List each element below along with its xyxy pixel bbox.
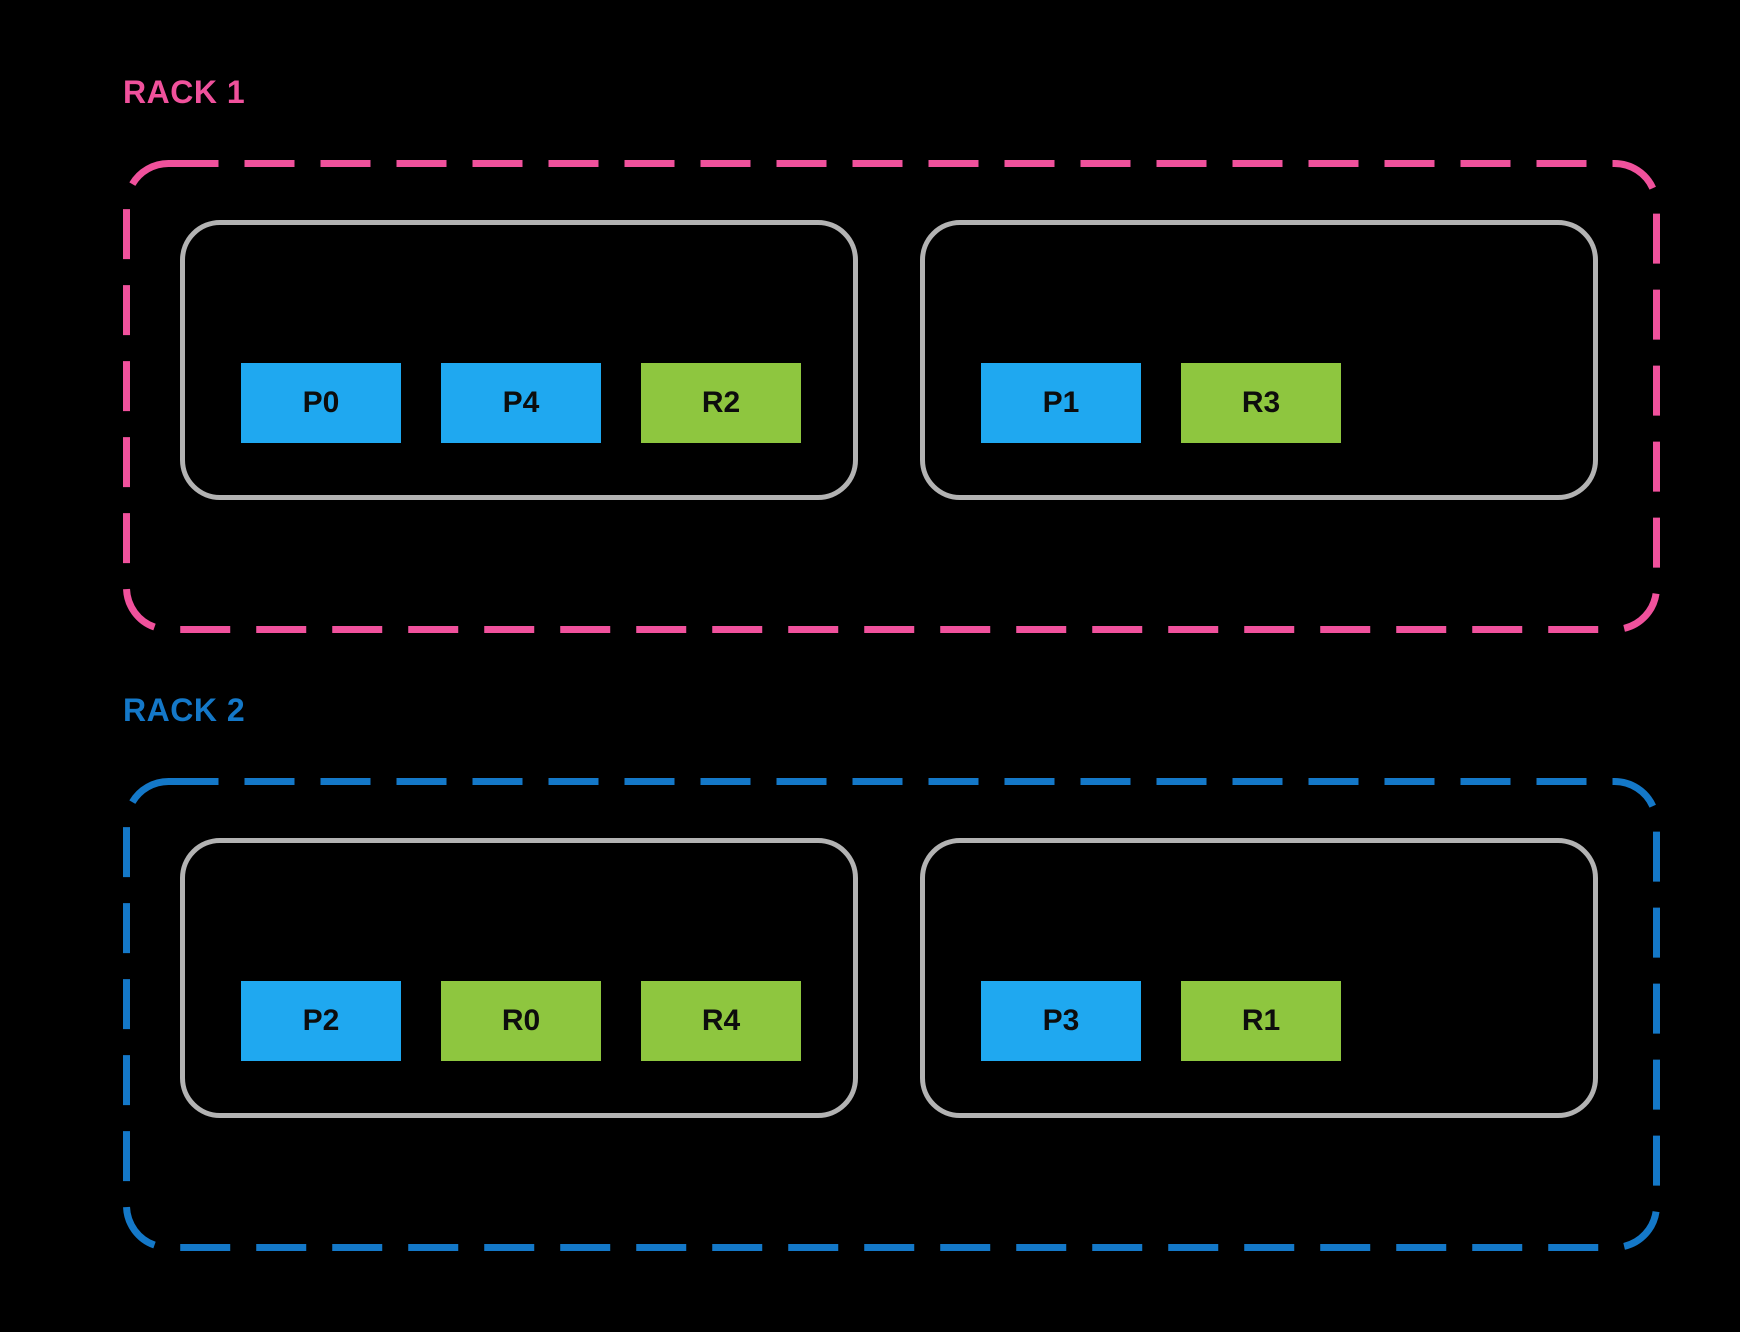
chip-p0: P0: [241, 363, 401, 443]
chip-p3: P3: [981, 981, 1141, 1061]
chip-row: P0 P4 R2: [241, 363, 801, 443]
chip-r1: R1: [1181, 981, 1341, 1061]
chip-p1: P1: [981, 363, 1141, 443]
chip-r4: R4: [641, 981, 801, 1061]
rack-1: RACK 1 P0 P4 R2 P1 R3: [123, 74, 1660, 633]
host-box: P0 P4 R2: [180, 220, 858, 500]
rack-outline: [123, 160, 1660, 633]
chip-r0: R0: [441, 981, 601, 1061]
chip-row: P1 R3: [981, 363, 1341, 443]
rack-2: RACK 2 P2 R0 R4 P3 R1: [123, 692, 1660, 1251]
host-box: P3 R1: [920, 838, 1598, 1118]
rack-dashed-border: [123, 778, 1660, 1251]
chip-p4: P4: [441, 363, 601, 443]
chip-row: P2 R0 R4: [241, 981, 801, 1061]
rack-dashed-border: [123, 160, 1660, 633]
rack-outline-wrap: P2 R0 R4 P3 R1: [123, 778, 1660, 1251]
chip-r2: R2: [641, 363, 801, 443]
rack-label: RACK 1: [123, 74, 246, 110]
rack-outline: [123, 778, 1660, 1251]
rack-label: RACK 2: [123, 692, 246, 728]
host-box: P1 R3: [920, 220, 1598, 500]
chip-row: P3 R1: [981, 981, 1341, 1061]
rack-outline-wrap: P0 P4 R2 P1 R3: [123, 160, 1660, 633]
host-box: P2 R0 R4: [180, 838, 858, 1118]
rack-hosts: P0 P4 R2 P1 R3: [123, 160, 1660, 633]
chip-r3: R3: [1181, 363, 1341, 443]
chip-p2: P2: [241, 981, 401, 1061]
rack-hosts: P2 R0 R4 P3 R1: [123, 778, 1660, 1251]
